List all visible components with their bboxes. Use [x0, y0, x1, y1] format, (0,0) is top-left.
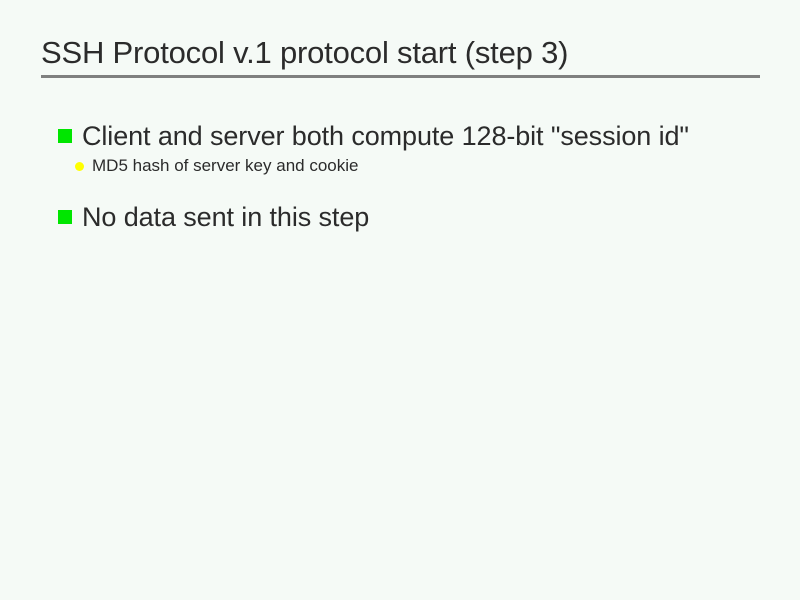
green-square-bullet-icon	[58, 210, 72, 224]
list-item: MD5 hash of server key and cookie	[0, 154, 800, 178]
slide-title-block: SSH Protocol v.1 protocol start (step 3)	[41, 34, 760, 72]
title-underline-divider	[41, 75, 760, 78]
list-item-label: MD5 hash of server key and cookie	[92, 156, 359, 175]
slide-body: Client and server both compute 128-bit "…	[0, 118, 800, 235]
list-item-label: No data sent in this step	[82, 202, 370, 232]
list-item-label: Client and server both compute 128-bit "…	[82, 121, 689, 151]
page-title: SSH Protocol v.1 protocol start (step 3)	[41, 35, 569, 70]
yellow-dot-bullet-icon	[75, 162, 84, 171]
green-square-bullet-icon	[58, 129, 72, 143]
list-item: Client and server both compute 128-bit "…	[0, 118, 800, 154]
list-item: No data sent in this step	[0, 199, 800, 235]
bullet-group-spacer	[0, 178, 800, 199]
